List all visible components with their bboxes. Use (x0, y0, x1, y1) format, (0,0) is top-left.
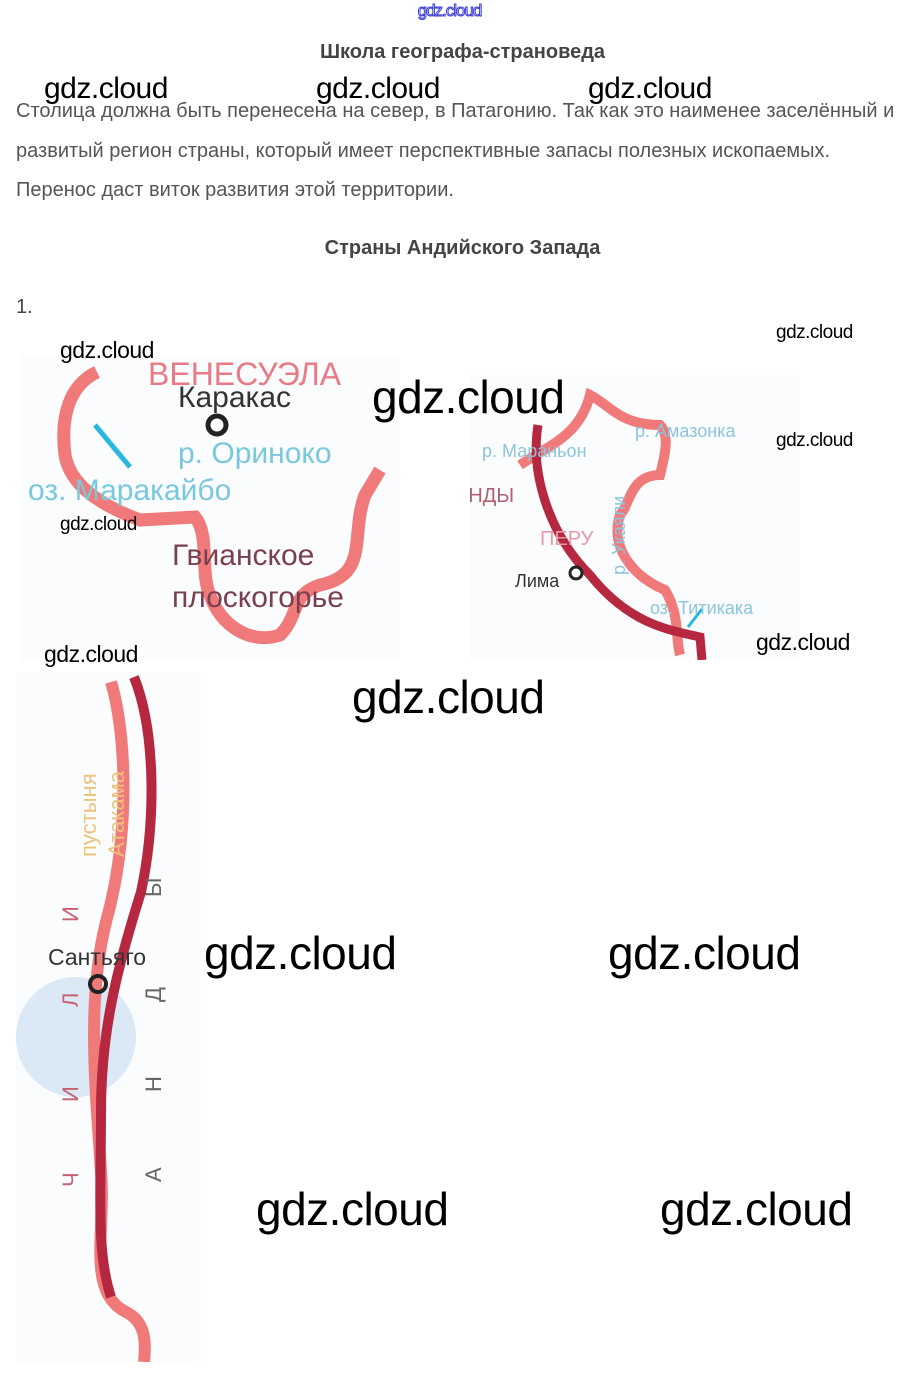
capital-label: Сантьяго (48, 944, 146, 970)
map-venezuela: ВЕНЕСУЭЛА Каракас р. Ориноко оз. Маракай… (20, 355, 400, 660)
watermark: gdz.cloud (776, 430, 853, 451)
country-letter: И (58, 1086, 83, 1102)
watermark: gdz.cloud (608, 927, 801, 979)
watermark: gdz.cloud (44, 72, 168, 105)
mountain-letter: Н (141, 1076, 166, 1092)
watermark: gdz.cloud (316, 72, 440, 105)
watermark: gdz.cloud (44, 641, 138, 667)
lake-maracaibo-mark (93, 423, 132, 469)
watermark: gdz.cloud (204, 927, 397, 979)
highland-label: Гвианское (172, 539, 314, 572)
country-label: ВЕНЕСУЭЛА (148, 356, 342, 392)
country-letter: И (58, 906, 83, 922)
watermark: gdz.cloud (60, 337, 154, 363)
mountains-label: АНДЫ (470, 485, 514, 507)
item-number: 1. (16, 296, 33, 318)
desert-label: пустыня (76, 773, 101, 857)
capital-label: Каракас (178, 381, 291, 414)
watermark: gdz.cloud (776, 322, 853, 343)
lake-label: оз. Титикака (650, 598, 754, 618)
lima-marker (568, 565, 584, 581)
watermark: gdz.cloud (372, 371, 565, 423)
country-letter: Л (58, 993, 83, 1007)
watermark: gdz.cloud (588, 72, 712, 105)
mountain-letter: А (141, 1167, 166, 1182)
watermark: gdz.cloud (660, 1183, 853, 1235)
watermark: gdz.cloud (352, 671, 545, 723)
venezuela-border (57, 366, 386, 645)
river-label: р. Укаяли (609, 496, 629, 575)
lake-titicaca-mark (686, 608, 704, 628)
watermark: gdz.cloud (756, 629, 850, 655)
answer-paragraph: Столица должна быть перенесена на север,… (16, 100, 895, 201)
watermark: gdz.cloud (256, 1183, 449, 1235)
santiago-marker (88, 974, 108, 994)
lake-label: оз. Маракайбо (28, 474, 231, 507)
country-letter: Ч (58, 1172, 83, 1187)
river-label: р. Ориноко (178, 437, 332, 470)
mountain-letter: Д (141, 987, 166, 1002)
section-title: Школа географа-страноведа (319, 41, 606, 63)
andes-line (531, 424, 707, 660)
watermark: gdz.cloud (60, 514, 137, 535)
desert-label: Атакама (104, 770, 129, 857)
site-mark[interactable]: gdz.cloud (417, 1, 483, 21)
map-peru: р. Мараньон р. Амазонка р. Укаяли АНДЫ П… (470, 375, 800, 660)
highland-label: плоскогорье (172, 581, 344, 614)
river-label: р. Мараньон (482, 441, 587, 461)
mountain-letter: Ы (141, 878, 166, 897)
map-chile: пустыня Атакама Сантьяго Ч И Л И Ы Д Н А (16, 672, 201, 1362)
peru-border (517, 387, 685, 657)
capital-label: Лима (515, 571, 560, 591)
country-label: ПЕРУ (540, 528, 594, 550)
section-title: Страны Андийского Запада (324, 237, 601, 259)
caracas-marker (205, 413, 229, 437)
andes-line (95, 675, 157, 1299)
river-label: р. Амазонка (635, 421, 736, 441)
